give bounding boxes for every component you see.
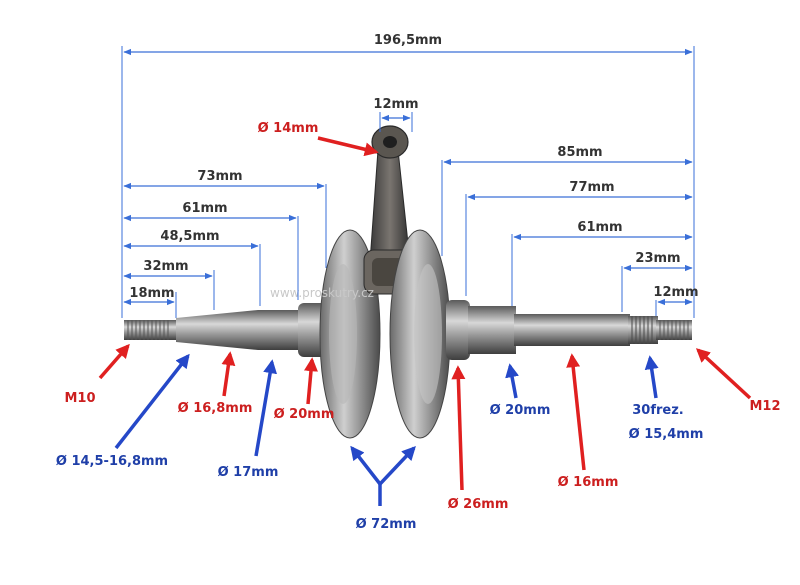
callout-arrows — [98, 136, 752, 506]
dim-right-23: 23mm — [635, 251, 680, 266]
label-taper: Ø 14,5-16,8mm — [56, 454, 168, 469]
right-shaft-16 — [514, 314, 630, 346]
left-taper — [176, 310, 258, 350]
dim-left-32: 32mm — [143, 259, 188, 274]
dim-left-48-5: 48,5mm — [160, 229, 219, 244]
dim-pin-width: 12mm — [373, 97, 418, 112]
label-d20-left: Ø 20mm — [274, 407, 335, 422]
label-m10: M10 — [64, 391, 95, 406]
dim-total-length: 196,5mm — [374, 33, 442, 48]
dimension-lines — [121, 46, 695, 318]
crankshaft — [124, 125, 692, 439]
dim-right-77: 77mm — [569, 180, 614, 195]
label-d26: Ø 26mm — [448, 497, 509, 512]
watermark: www.proskutry.cz — [270, 286, 374, 300]
dim-right-12: 12mm — [653, 285, 698, 300]
label-d20-right: Ø 20mm — [490, 403, 551, 418]
label-splines-count: 30frez. — [632, 403, 683, 418]
dim-right-61: 61mm — [577, 220, 622, 235]
left-thread — [124, 320, 176, 340]
right-thread — [656, 320, 692, 340]
dim-left-61: 61mm — [182, 201, 227, 216]
right-shaft-20 — [468, 306, 516, 354]
label-pin-diameter: Ø 14mm — [258, 121, 319, 136]
right-splines — [628, 316, 658, 344]
left-shaft-17 — [258, 310, 300, 350]
label-d17: Ø 17mm — [218, 465, 279, 480]
label-d16: Ø 16mm — [558, 475, 619, 490]
dim-right-85: 85mm — [557, 145, 602, 160]
dim-left-73: 73mm — [197, 169, 242, 184]
dim-left-18: 18mm — [129, 286, 174, 301]
label-m12: M12 — [749, 399, 780, 414]
label-d72: Ø 72mm — [356, 517, 417, 532]
label-d16-8: Ø 16,8mm — [178, 401, 253, 416]
label-splines-diameter: Ø 15,4mm — [629, 427, 704, 442]
right-bearing-seat — [446, 300, 470, 360]
